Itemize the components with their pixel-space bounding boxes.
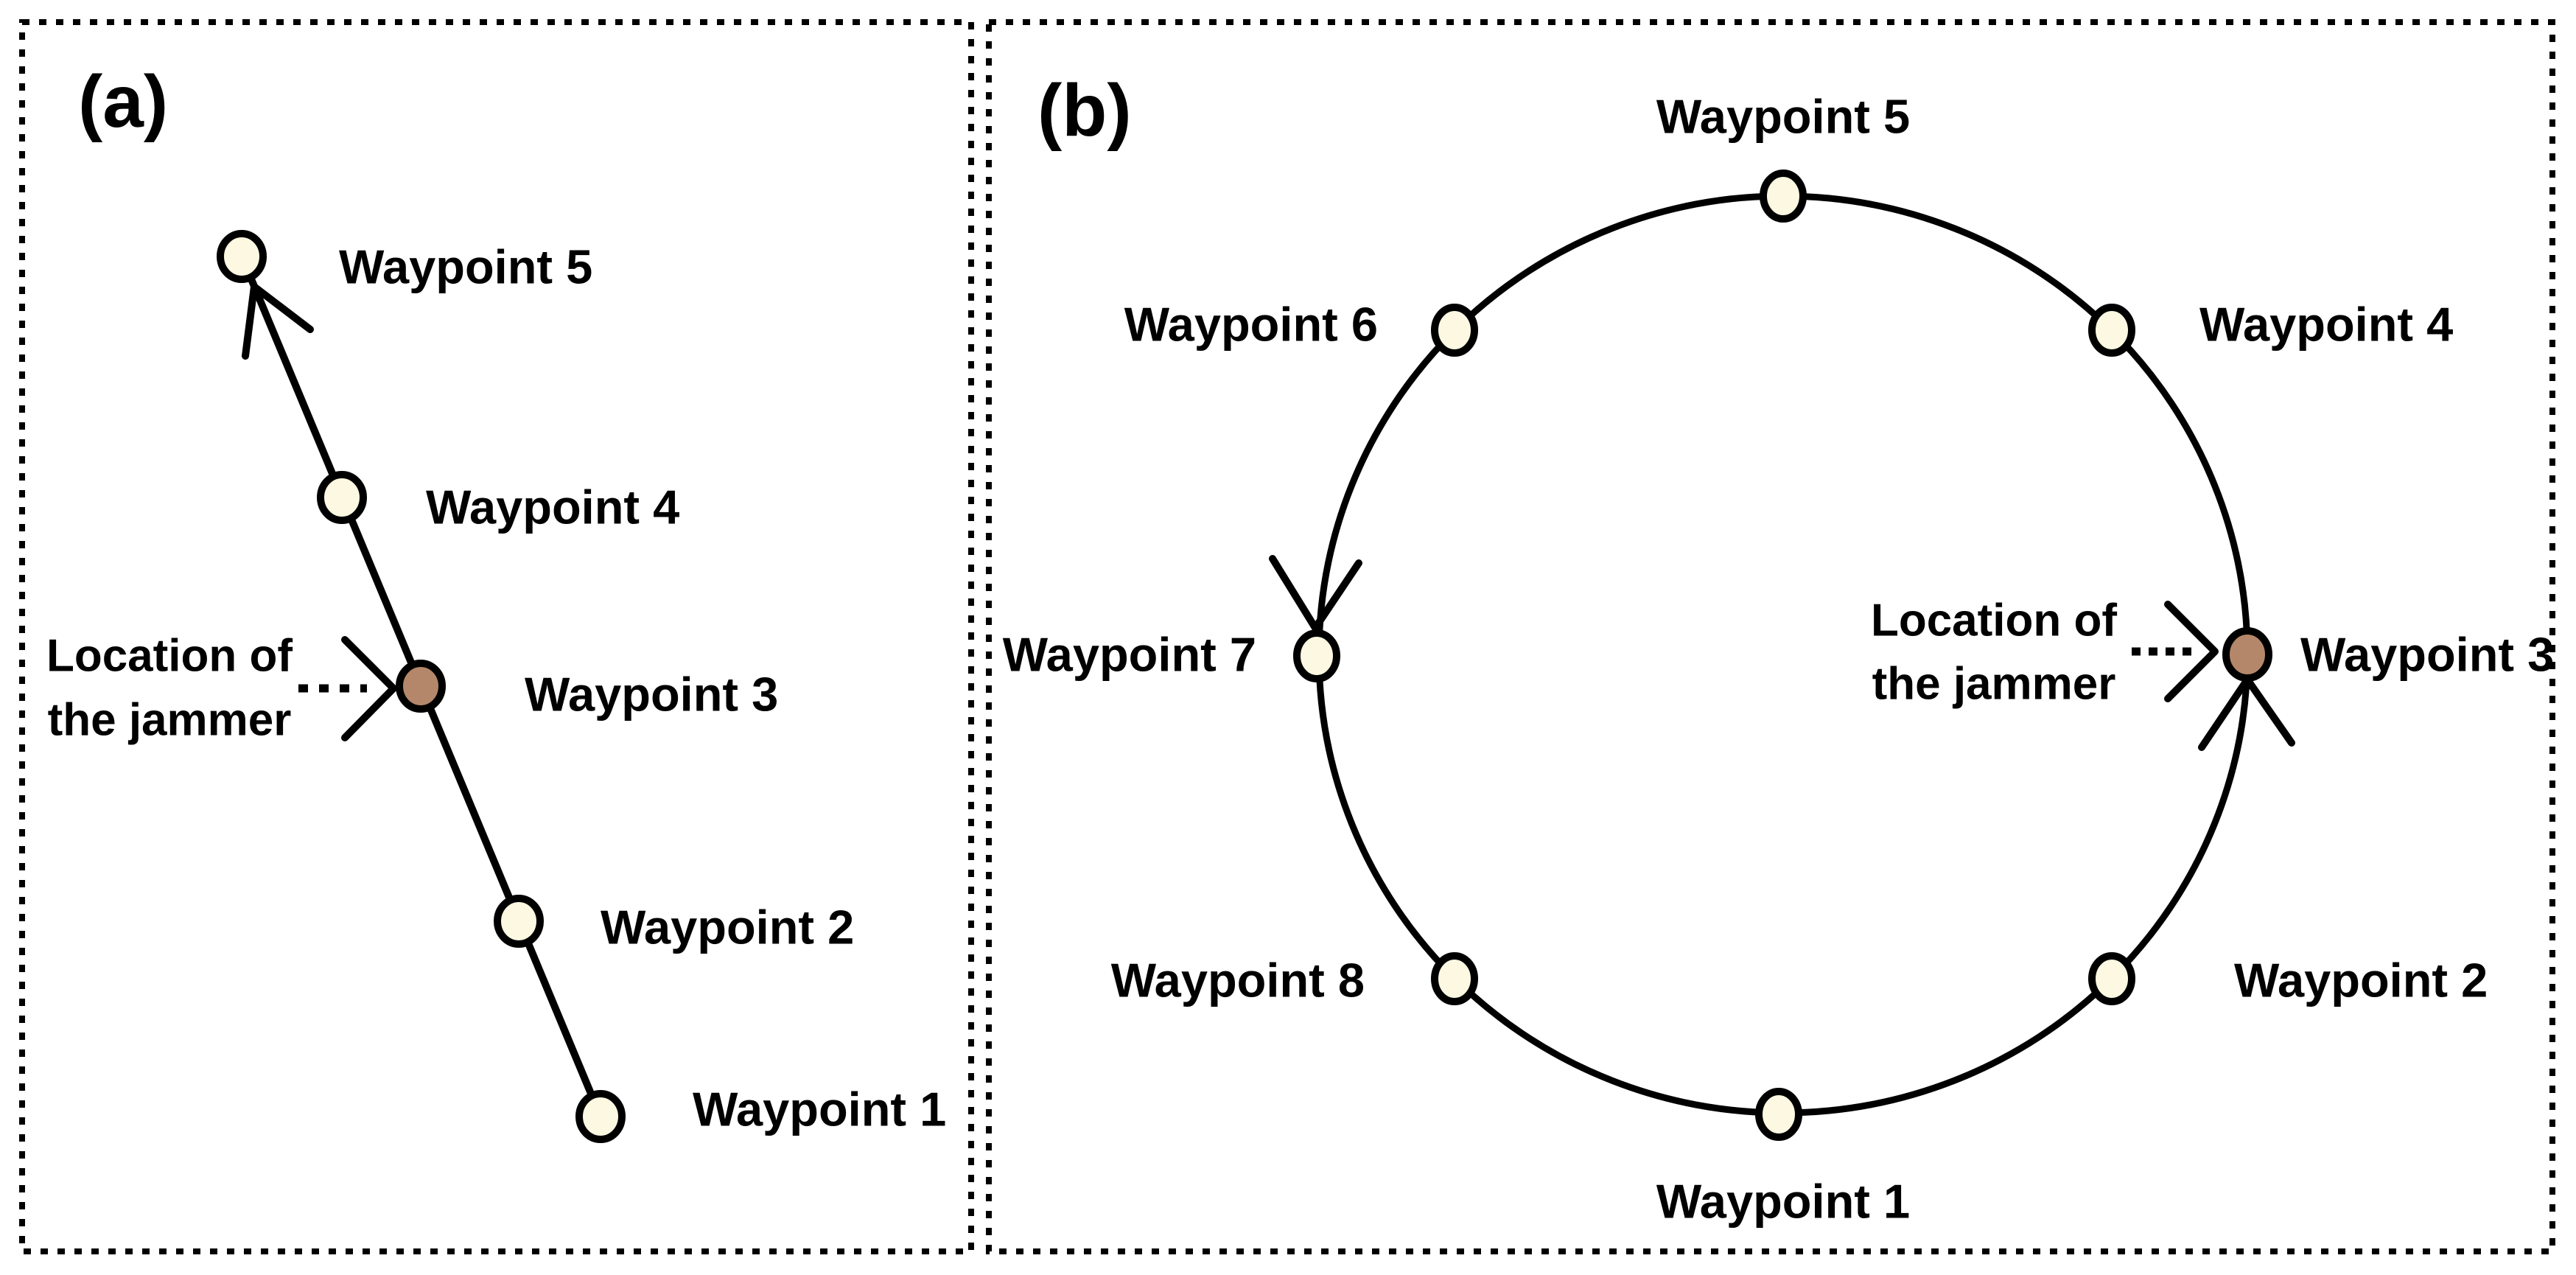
jammer-pointer-arrowhead-icon: [341, 636, 397, 741]
jammer-note-line1: Location of: [46, 631, 293, 682]
jammer-note-line2: the jammer: [1872, 659, 2116, 710]
waypoint-1-dot: [575, 1090, 626, 1143]
waypoint-5-dot: [217, 230, 267, 283]
waypoint-8-label: Waypoint 8: [1111, 954, 1365, 1007]
panel-b-tag: (b): [1037, 69, 1132, 152]
waypoint-7-label: Waypoint 7: [1003, 628, 1256, 682]
waypoint-2-dot: [2088, 952, 2135, 1005]
waypoint-4-dot: [2088, 304, 2135, 357]
panel-a-dashed-border: [19, 19, 974, 1254]
waypoint-3-label: Waypoint 3: [2300, 628, 2554, 682]
waypoint-5-label: Waypoint 5: [339, 240, 592, 294]
waypoint-5-label: Waypoint 5: [1656, 90, 1910, 144]
waypoint-8-dot: [1431, 952, 1478, 1005]
jammer-pointer-arrowhead-icon: [2164, 601, 2219, 702]
direction-arrowhead-waypoint7-icon: [1269, 555, 1362, 632]
waypoint-3-jammer-dot: [2222, 627, 2272, 682]
panel-a: (a) Waypoint 1 Waypoint 2 Waypoint 3 Way…: [19, 19, 974, 1254]
direction-arrowhead-icon: [242, 283, 314, 360]
jammer-note-line2: the jammer: [48, 695, 292, 746]
waypoint-3-jammer-dot: [396, 660, 446, 713]
waypoint-2-label: Waypoint 2: [601, 901, 854, 954]
waypoint-2-label: Waypoint 2: [2234, 954, 2488, 1007]
waypoint-2-dot: [494, 895, 544, 948]
waypoint-1-dot: [1755, 1088, 1802, 1141]
panel-b-dashed-border: [986, 19, 2555, 1254]
waypoint-6-dot: [1431, 304, 1478, 357]
waypoint-1-label: Waypoint 1: [1656, 1175, 1910, 1229]
waypoint-3-label: Waypoint 3: [525, 668, 778, 722]
waypoint-4-label: Waypoint 4: [2199, 298, 2453, 352]
jammer-note-line1: Location of: [1871, 595, 2117, 646]
waypoint-5-dot: [1760, 170, 1807, 223]
waypoint-6-label: Waypoint 6: [1124, 298, 1378, 352]
waypoint-7-dot: [1293, 629, 1340, 682]
panel-a-tag: (a): [78, 60, 168, 143]
waypoint-1-label: Waypoint 1: [693, 1083, 946, 1136]
panel-b: (b) Waypoint 1 Waypoint 2 Waypoint 3 Way…: [986, 19, 2555, 1254]
waypoint-4-label: Waypoint 4: [426, 481, 679, 534]
waypoint-4-dot: [317, 471, 367, 524]
